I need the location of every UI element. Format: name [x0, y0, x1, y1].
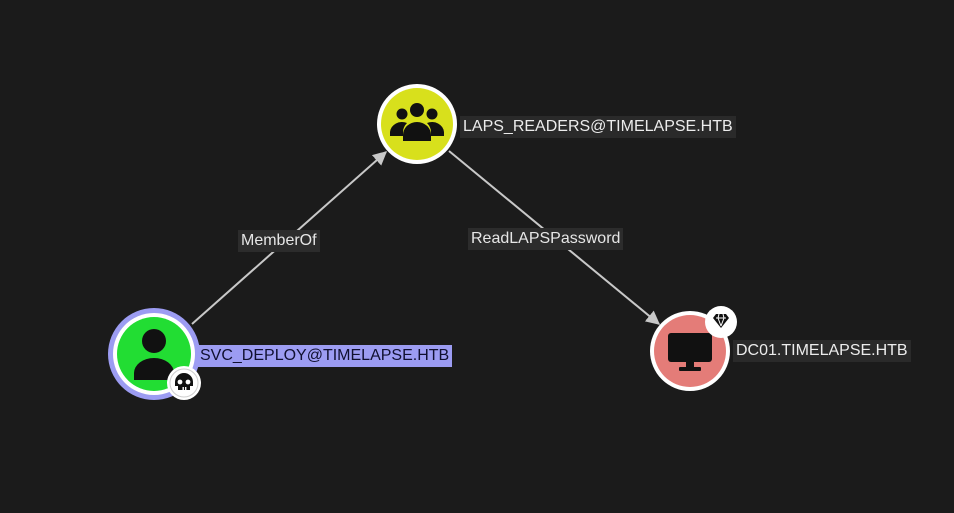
edge-label-memberof[interactable]: MemberOf	[238, 230, 320, 252]
user-icon	[134, 329, 174, 380]
label-laps-readers[interactable]: LAPS_READERS@TIMELAPSE.HTB	[460, 116, 736, 138]
label-dc01[interactable]: DC01.TIMELAPSE.HTB	[733, 340, 911, 362]
node-dc01[interactable]	[650, 306, 737, 391]
node-svc-deploy[interactable]	[108, 308, 201, 400]
edge-label-readlapspassword[interactable]: ReadLAPSPassword	[468, 228, 624, 250]
gem-icon	[705, 306, 737, 338]
node-laps-readers[interactable]	[377, 84, 457, 164]
label-svc-deploy[interactable]: SVC_DEPLOY@TIMELAPSE.HTB	[197, 345, 453, 367]
skull-icon	[167, 366, 201, 400]
monitor-icon	[668, 333, 712, 371]
users-icon	[390, 103, 444, 141]
